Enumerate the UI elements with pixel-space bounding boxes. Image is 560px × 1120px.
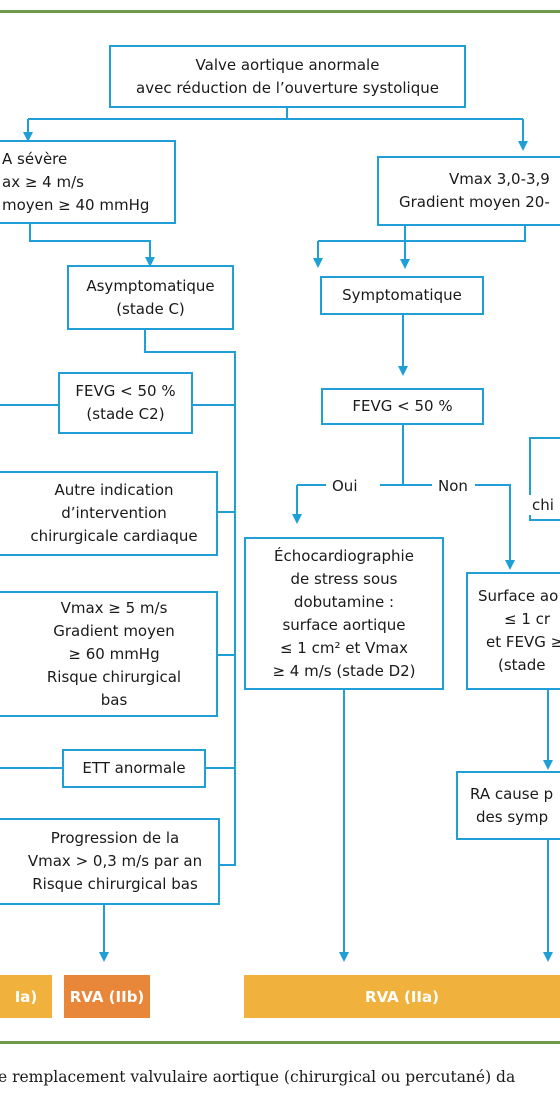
vmax5-line-3: ≥ 60 mmHg	[68, 644, 160, 663]
ra-cause-line-2: des symp	[476, 807, 549, 826]
root-line-2: avec réduction de l’ouverture systolique	[136, 78, 439, 97]
surface-node: Surface ao ≤ 1 cr et FEVG ≥ (stade	[466, 572, 560, 690]
root-line-1: Valve aortique anormale	[195, 55, 380, 74]
severe-node: A sévère ax ≥ 4 m/s moyen ≥ 40 mmHg	[0, 140, 176, 224]
echo-stress-node: Échocardiographie de stress sous dobutam…	[244, 537, 444, 690]
progression-line-2: Vmax > 0,3 m/s par an	[27, 852, 203, 870]
fevg-c2-line-2: (stade C2)	[86, 405, 165, 423]
progression-node: Progression de la Vmax > 0,3 m/s par an …	[0, 818, 220, 905]
surface-line-2: ≤ 1 cr	[504, 610, 551, 628]
ett-node: ETT anormale	[62, 749, 206, 788]
other-indication-line-1: Autre indication	[54, 481, 174, 499]
vmax5-line-2: Gradient moyen	[53, 621, 175, 640]
top-rule	[0, 10, 560, 13]
root-node: Valve aortique anormale avec réduction d…	[109, 45, 466, 108]
severe-line-3: moyen ≥ 40 mmHg	[2, 195, 150, 214]
vmax5-node: Vmax ≥ 5 m/s Gradient moyen ≥ 60 mmHg Ri…	[0, 591, 218, 717]
ra-cause-line-1: RA cause p	[470, 784, 554, 803]
echo-line-2: de stress sous	[290, 569, 398, 588]
symptomatic-node: Symptomatique	[320, 276, 484, 315]
symptomatic-line-1: Symptomatique	[342, 286, 462, 304]
ett-line-1: ETT anormale	[82, 759, 186, 777]
echo-line-3: dobutamine :	[293, 592, 395, 611]
result-rva-iia: RVA (IIa)	[244, 975, 560, 1018]
fevg-c2-line-1: FEVG < 50 %	[75, 382, 176, 400]
vmax5-line-5: bas	[100, 690, 128, 709]
progression-line-3: Risque chirurgical bas	[32, 875, 198, 893]
other-indication-line-2: d’intervention	[61, 504, 167, 522]
severe-line-1: A sévère	[2, 149, 68, 168]
fevg-mid-line-1: FEVG < 50 %	[352, 397, 453, 415]
figure-caption: e remplacement valvulaire aortique (chir…	[0, 1068, 516, 1086]
other-indication-node: Autre indication d’intervention chirurgi…	[0, 471, 218, 556]
severe-line-2: ax ≥ 4 m/s	[2, 172, 84, 191]
ra-cause-node: RA cause p des symp	[456, 771, 560, 840]
asymptomatic-line-2: (stade C)	[116, 299, 185, 318]
non-label: Non	[432, 476, 474, 496]
surface-line-4: (stade	[498, 656, 546, 674]
partial-right-text: chi	[528, 495, 558, 515]
oui-label: Oui	[326, 476, 364, 496]
vmax5-line-1: Vmax ≥ 5 m/s	[60, 598, 168, 617]
echo-line-6: ≥ 4 m/s (stade D2)	[272, 661, 416, 680]
echo-line-5: ≤ 1 cm² et Vmax	[279, 638, 409, 657]
fevg-mid-node: FEVG < 50 %	[321, 388, 484, 425]
other-indication-line-3: chirurgicale cardiaque	[30, 527, 198, 545]
progression-line-1: Progression de la	[50, 829, 180, 847]
surface-line-1: Surface ao	[478, 587, 559, 605]
moderate-line-1: Vmax 3,0-3,9	[449, 170, 550, 188]
bottom-rule	[0, 1041, 560, 1044]
echo-line-1: Échocardiographie	[274, 546, 414, 565]
result-rva-iib: RVA (IIb)	[64, 975, 150, 1018]
echo-line-4: surface aortique	[282, 615, 406, 634]
surface-line-3: et FEVG ≥	[486, 633, 560, 651]
vmax5-line-4: Risque chirurgical	[46, 667, 182, 686]
fevg-c2-node: FEVG < 50 % (stade C2)	[58, 372, 193, 434]
moderate-line-2: Gradient moyen 20-	[399, 193, 550, 211]
asymptomatic-line-1: Asymptomatique	[86, 276, 215, 295]
moderate-node: Vmax 3,0-3,9 Gradient moyen 20-	[377, 156, 560, 226]
result-left-partial: Ia)	[0, 975, 52, 1018]
asymptomatic-node: Asymptomatique (stade C)	[67, 265, 234, 330]
